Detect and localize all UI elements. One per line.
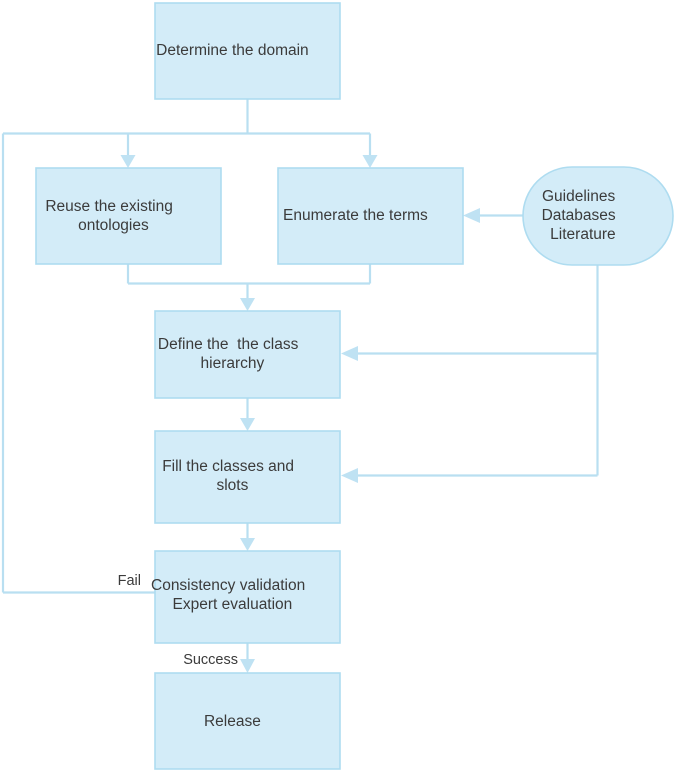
arrow-sources-to-enumerate xyxy=(463,208,480,223)
node-release[interactable]: Release xyxy=(154,672,341,770)
node-enumerate-terms-shape[interactable] xyxy=(277,167,464,265)
node-validation-label: Consistency validation Expert evaluation xyxy=(151,577,344,613)
node-validation-shape[interactable] xyxy=(154,550,341,644)
node-enumerate-terms[interactable]: Enumerate the terms xyxy=(277,167,464,265)
edge-label-fail: Fail xyxy=(118,573,141,589)
node-reuse-ontologies-label: Reuse the existing ontologies xyxy=(45,198,211,234)
node-sources[interactable]: Guidelines Databases Literature xyxy=(522,166,674,266)
node-fill-classes[interactable]: Fill the classes and slots xyxy=(154,430,341,524)
node-sources-shape[interactable] xyxy=(522,166,674,266)
node-determine-domain-shape[interactable] xyxy=(154,2,341,100)
arrow-sources-to-hierarchy xyxy=(341,346,358,361)
node-sources-label: Guidelines Databases Literature xyxy=(542,188,655,243)
arrow-fill-to-validation xyxy=(240,538,255,551)
arrow-hierarchy-to-fill xyxy=(240,418,255,431)
node-reuse-ontologies[interactable]: Reuse the existing ontologies xyxy=(35,167,222,265)
node-fill-classes-shape[interactable] xyxy=(154,430,341,524)
node-determine-domain-label: Determine the domain xyxy=(156,42,339,59)
arrow-bus-to-enumerate xyxy=(362,155,378,168)
node-determine-domain[interactable]: Determine the domain xyxy=(154,2,341,100)
arrow-sources-to-fill xyxy=(341,468,358,483)
node-class-hierarchy[interactable]: Define the the class hierarchy xyxy=(154,310,341,399)
arrow-validation-to-release xyxy=(240,659,255,673)
node-reuse-ontologies-shape[interactable] xyxy=(35,167,222,265)
node-fill-classes-label: Fill the classes and slots xyxy=(162,458,333,494)
node-class-hierarchy-shape[interactable] xyxy=(154,310,341,399)
arrow-merge-to-hierarchy xyxy=(240,298,255,311)
node-release-label: Release xyxy=(204,713,291,730)
edge-label-success: Success xyxy=(183,652,238,668)
node-validation[interactable]: Consistency validation Expert evaluation xyxy=(151,550,344,644)
node-enumerate-terms-label: Enumerate the terms xyxy=(283,207,458,224)
node-class-hierarchy-label: Define the the class hierarchy xyxy=(158,336,337,372)
node-release-shape[interactable] xyxy=(154,672,341,770)
edge-group xyxy=(1,99,599,673)
arrow-bus-to-reuse xyxy=(120,155,136,168)
